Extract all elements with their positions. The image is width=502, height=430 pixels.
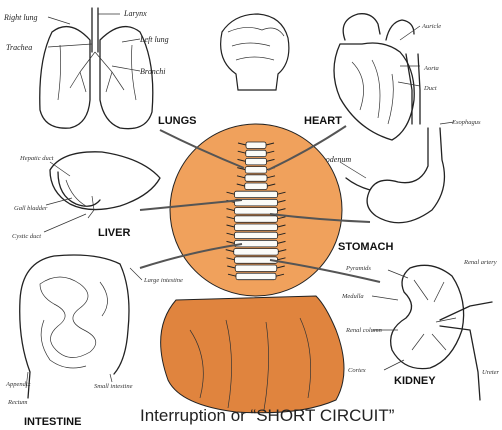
organ-label-heart: HEART	[304, 115, 342, 127]
vertebra	[235, 191, 278, 198]
organ-label-liver: LIVER	[98, 227, 130, 239]
lungs-illustration	[40, 8, 153, 129]
vertebra	[236, 273, 276, 280]
vertebra	[246, 158, 267, 165]
drape	[161, 296, 344, 413]
liver-illustration	[44, 152, 160, 232]
heart-illustration	[334, 14, 420, 140]
vertebra	[235, 224, 278, 231]
label-larynx: Larynx	[123, 9, 147, 18]
label-bronchi: Bronchi	[140, 67, 165, 76]
organ-label-stomach: STOMACH	[338, 241, 393, 253]
vertebra	[245, 167, 267, 174]
organ-label-lungs: LUNGS	[158, 115, 197, 127]
vertebra	[235, 232, 278, 239]
vertebra	[246, 142, 266, 149]
intestine-illustration	[20, 255, 142, 398]
vertebra	[234, 249, 279, 256]
caption: Interruption or “SHORT CIRCUIT”	[140, 406, 395, 425]
label-renal-artery: Renal artery	[463, 259, 497, 266]
label-aorta: Aorta	[423, 65, 439, 72]
vertebra	[235, 265, 277, 272]
label-cystic-duct: Cystic duct	[12, 233, 41, 240]
lung-label-lines	[48, 14, 140, 71]
label-gall-bladder: Gall bladder	[14, 205, 48, 212]
label-renal-column: Renal column	[345, 327, 382, 334]
label-hepatic-duct: Hepatic duct	[19, 155, 54, 162]
label-appendix: Appendix	[5, 381, 31, 388]
vertebra	[245, 183, 268, 190]
head	[221, 14, 289, 90]
label-esophagus: Esophagus	[451, 119, 481, 126]
organ-label-intestine: INTESTINE	[24, 416, 81, 428]
vertebra	[246, 150, 267, 157]
label-cortex: Cortex	[348, 367, 366, 374]
label-large-intestine: Large intestine	[143, 277, 183, 284]
organ-label-kidney: KIDNEY	[394, 375, 436, 387]
vertebra	[235, 216, 278, 223]
vertebra	[245, 175, 267, 182]
label-small-intestine: Small intestine	[94, 383, 133, 390]
label-right-lung: Right lung	[3, 13, 38, 22]
label-left-lung: Left lung	[139, 35, 169, 44]
label-pyramids: Pyramids	[345, 265, 371, 272]
label-ureter: Ureter	[482, 369, 500, 376]
label-rectum: Rectum	[7, 399, 28, 406]
label-duct: Duct	[423, 85, 437, 92]
label-trachea: Trachea	[6, 43, 32, 52]
label-medulla: Medulla	[341, 293, 364, 300]
label-auricle: Auricle	[421, 23, 441, 30]
